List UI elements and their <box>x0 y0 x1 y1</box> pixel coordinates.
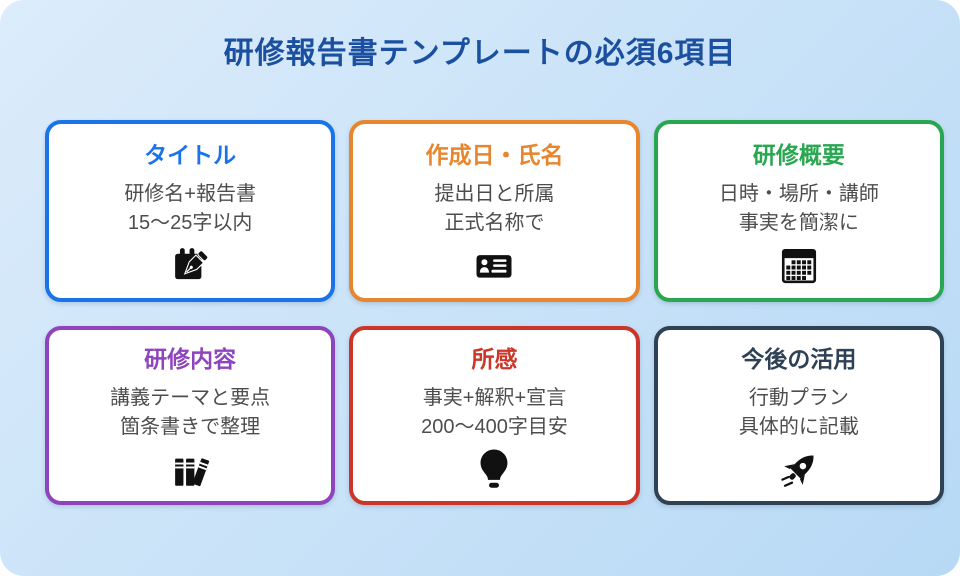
card-heading: タイトル <box>144 141 237 168</box>
card-line-2: 具体的に記載 <box>738 416 859 438</box>
calendar-icon <box>778 245 820 287</box>
card-heading: 研修内容 <box>144 346 237 372</box>
card-impressions: 所感 事実+解釈+宣言 200〜400字目安 <box>349 326 640 505</box>
card-line-2: 事実を簡潔に <box>738 211 859 234</box>
card-heading: 研修概要 <box>752 141 845 168</box>
card-training-overview: 研修概要 日時・場所・講師 事実を簡潔に <box>653 120 944 302</box>
id-card-icon <box>471 245 517 287</box>
card-line-1: 研修名+報告書 <box>124 182 256 205</box>
cards-grid: タイトル 研修名+報告書 15〜25字以内 作成日・氏 <box>0 120 960 505</box>
card-heading: 所感 <box>471 346 518 372</box>
memo-pen-icon <box>168 245 212 287</box>
card-line-1: 日時・場所・講師 <box>718 182 879 205</box>
card-future-use: 今後の活用 行動プラン 具体的に記載 <box>653 326 944 505</box>
card-heading: 作成日・氏名 <box>425 141 564 168</box>
books-icon <box>167 449 213 491</box>
card-line-2: 200〜400字目安 <box>421 416 568 438</box>
card-line-1: 行動プラン <box>748 387 849 409</box>
lightbulb-icon <box>477 449 511 491</box>
card-line-2: 15〜25字以内 <box>127 211 253 234</box>
card-training-content: 研修内容 講義テーマと要点 箇条書きで整理 <box>45 326 336 505</box>
card-line-1: 提出日と所属 <box>434 182 555 205</box>
card-line-1: 事実+解釈+宣言 <box>422 387 567 409</box>
page-title: 研修報告書テンプレートの必須6項目 <box>223 37 737 70</box>
card-heading: 今後の活用 <box>741 346 857 372</box>
rocket-icon <box>777 449 821 491</box>
card-line-2: 正式名称で <box>444 211 545 234</box>
card-title: タイトル 研修名+報告書 15〜25字以内 <box>45 120 336 302</box>
card-created-date-name: 作成日・氏名 提出日と所属 正式名称で <box>349 120 640 302</box>
card-line-2: 箇条書きで整理 <box>120 416 261 438</box>
card-line-1: 講義テーマと要点 <box>110 387 271 409</box>
